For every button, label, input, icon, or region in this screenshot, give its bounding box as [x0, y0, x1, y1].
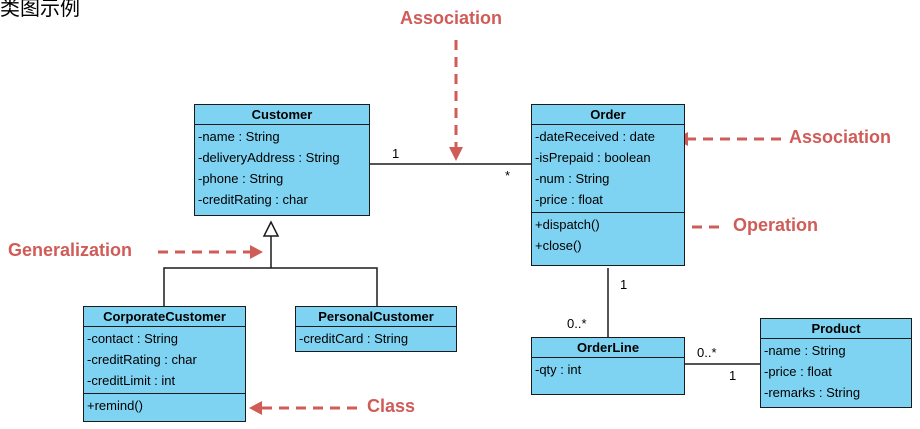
operation: +dispatch() [535, 217, 600, 232]
annotation-association-right: Association [789, 127, 892, 147]
attribute: -deliveryAddress : String [198, 150, 340, 165]
attribute: -creditRating : char [198, 192, 308, 207]
class-product[interactable]: Product -name : String -price : float -r… [760, 318, 912, 408]
annotation-generalization: Generalization [8, 240, 133, 260]
attribute: -dateReceived : date [535, 129, 655, 144]
attribute: -qty : int [535, 362, 582, 377]
attribute: -price : float [535, 192, 603, 207]
attribute: -name : String [198, 129, 280, 144]
diagram-caption: 类图示例 [0, 0, 80, 20]
class-name: Product [761, 319, 911, 339]
operations-compartment: +dispatch() +close() [532, 212, 684, 258]
class-name: Customer [195, 105, 369, 125]
operation: +close() [535, 238, 582, 253]
attributes-compartment: -creditCard : String [296, 327, 456, 351]
multiplicity-line-from-order: 0..* [567, 316, 587, 331]
operation: +remind() [87, 398, 143, 413]
attribute: -creditLimit : int [87, 373, 176, 388]
attribute: -creditRating : char [87, 352, 197, 367]
multiplicity-order-end: * [505, 168, 511, 183]
attribute: -isPrepaid : boolean [535, 150, 651, 165]
attribute: -name : String [764, 343, 846, 358]
attributes-compartment: -contact : String -creditRating : char -… [84, 327, 245, 393]
association-top-arrowhead [449, 147, 463, 161]
class-name: PersonalCustomer [296, 307, 456, 327]
attribute: -price : float [764, 364, 832, 379]
attributes-compartment: -dateReceived : date -isPrepaid : boolea… [532, 125, 684, 212]
annotation-class: Class [367, 396, 416, 416]
generalization-arrowhead [262, 220, 280, 237]
multiplicity-line-to-product: 0..* [697, 345, 717, 360]
attributes-compartment: -qty : int [532, 358, 684, 382]
operations-compartment: +remind() [84, 393, 245, 418]
class-personalcustomer[interactable]: PersonalCustomer -creditCard : String [295, 306, 457, 352]
attribute: -num : String [535, 171, 610, 186]
multiplicity-order-to-line: 1 [620, 277, 628, 292]
attribute: -creditCard : String [299, 331, 409, 346]
class-arrowhead [249, 401, 262, 415]
generalization-line [163, 267, 378, 306]
attributes-compartment: -name : String -price : float -remarks :… [761, 339, 911, 405]
generalization-arrowhead-pointer [250, 245, 263, 259]
class-order[interactable]: Order -dateReceived : date -isPrepaid : … [531, 104, 685, 266]
class-corporatecustomer[interactable]: CorporateCustomer -contact : String -cre… [83, 306, 246, 422]
class-name: Order [532, 105, 684, 125]
multiplicity-customer-end: 1 [392, 146, 400, 161]
class-customer[interactable]: Customer -name : String -deliveryAddress… [194, 104, 370, 216]
attribute: -remarks : String [764, 385, 861, 400]
class-name: OrderLine [532, 338, 684, 358]
attribute: -contact : String [87, 331, 179, 346]
attribute: -phone : String [198, 171, 284, 186]
multiplicity-product-end: 1 [729, 368, 737, 383]
attributes-compartment: -name : String -deliveryAddress : String… [195, 125, 369, 212]
annotation-association-top: Association [400, 8, 503, 28]
class-orderline[interactable]: OrderLine -qty : int [531, 337, 685, 395]
annotation-operation: Operation [733, 215, 819, 235]
class-name: CorporateCustomer [84, 307, 245, 327]
